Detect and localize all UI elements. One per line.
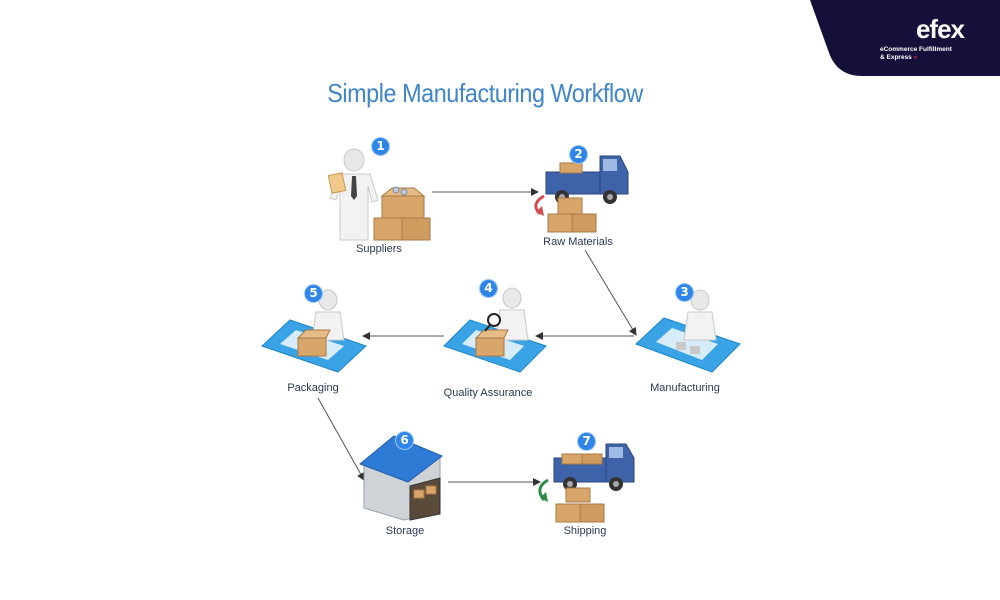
step-6-label: Storage: [385, 525, 425, 537]
delivery-truck-icon: [545, 155, 629, 204]
brand-logo: efex eCommerce Fulfillment & Express »: [810, 0, 1000, 76]
brand-tagline-line1: eCommerce Fulfillment: [880, 46, 952, 53]
package-box-icon: [296, 329, 331, 357]
brand-tagline-line2: & Express »: [880, 54, 962, 62]
diagram-title: Simple Manufacturing Workflow: [327, 78, 643, 108]
step-1-badge: 1: [372, 138, 389, 155]
manufacturing-platform-icon: [635, 317, 741, 373]
magnifier-icon: [484, 313, 501, 332]
arrow-2-to-3: [584, 249, 637, 336]
step-1-label: Suppliers: [356, 243, 402, 255]
step-4-badge: 4: [480, 280, 497, 297]
step-3-badge: 3: [676, 284, 693, 301]
brand-wordmark: efex: [915, 14, 965, 44]
arrow-5-to-6: [317, 397, 365, 481]
raw-materials-boxes-icon: [534, 194, 597, 233]
brand-arrow-icon: »: [913, 54, 918, 61]
step-3-label: Manufacturing: [650, 382, 720, 394]
inspection-box-icon: [474, 329, 509, 357]
factory-worker-icon: [676, 289, 717, 354]
supplier-person-icon: [327, 148, 379, 241]
warehouse-icon: [359, 435, 443, 521]
supplier-boxes-icon: [373, 186, 431, 241]
brand-tagline: eCommerce Fulfillment & Express »: [880, 46, 962, 62]
shipping-truck-icon: [553, 443, 635, 491]
step-2-label: Raw Materials: [543, 236, 613, 248]
step-7-badge: 7: [578, 433, 595, 450]
step-7-label: Shipping: [563, 525, 607, 537]
step-2-badge: 2: [570, 146, 587, 163]
step-5-badge: 5: [305, 285, 322, 302]
shipping-boxes-icon: [538, 478, 605, 523]
step-4-label: Quality Assurance: [443, 387, 533, 399]
brand-tagline-line2-text: & Express: [880, 54, 912, 61]
step-5-label: Packaging: [287, 382, 339, 394]
step-6-badge: 6: [396, 432, 413, 449]
brand-background: [810, 0, 1000, 76]
